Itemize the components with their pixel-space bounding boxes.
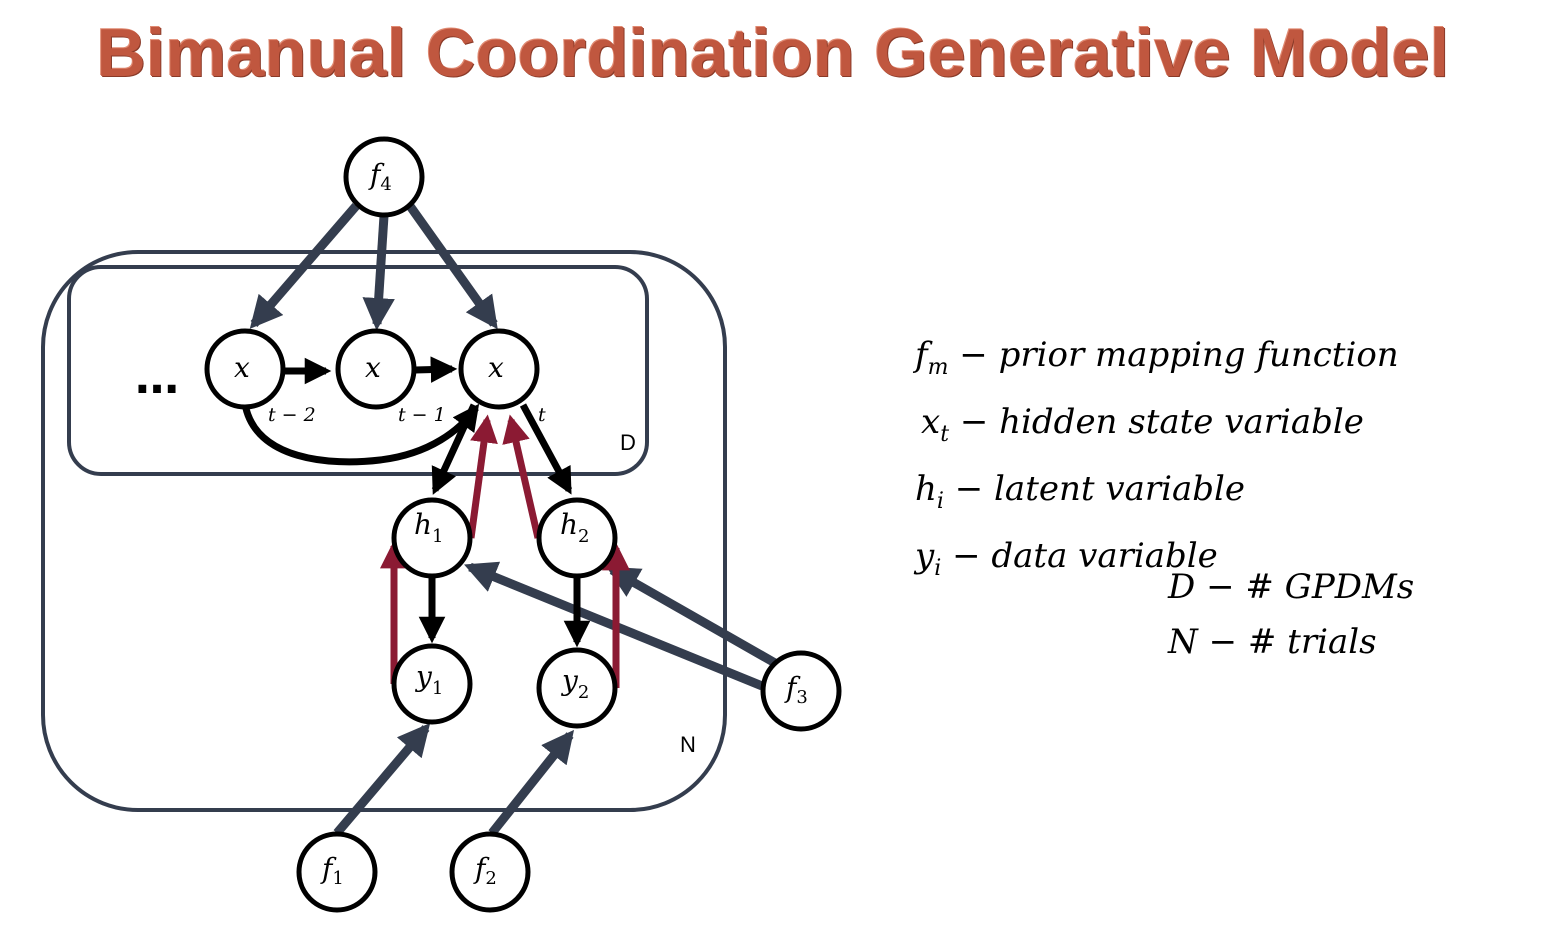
node-h2-label: h2 [560,508,590,547]
edge-h2-x-t [502,414,542,539]
edge-f4-x-t2 [249,203,360,329]
prior-edges [249,203,778,836]
node-f3 [760,650,842,732]
slide-title: Bimanual Coordination Generative Model [96,15,1450,91]
inference-edges [380,414,630,688]
node-y1-label: y1 [414,660,443,699]
node-x-t-label: x [488,351,504,384]
plate-d [67,265,649,476]
node-x-t [458,328,540,410]
node-f4 [343,136,425,218]
edge-f4-x-t [406,203,498,330]
generative-edges [241,356,591,648]
node-f2 [449,831,531,913]
nodes [204,136,842,913]
edge-f2-y2 [488,729,575,836]
node-y2-label: y2 [560,664,589,703]
note-row-d: D − # GPDMs [1168,567,1415,607]
node-x-t1 [335,328,417,410]
legend-row-x: xt − hidden state variable [921,402,1364,447]
legend-row-f: fm − prior mapping function [915,335,1399,380]
note-row-n: N − # trials [1168,622,1377,662]
edge-f4-x-t1 [362,215,395,331]
time-label-t: t [538,404,546,426]
node-y2 [536,647,618,729]
node-y1 [391,643,473,725]
variable-legend: fm − prior mapping function xt − hidden … [915,328,1399,596]
node-h2 [536,497,618,579]
edge-f3-h2 [606,566,778,667]
node-f1 [296,831,378,913]
edge-x-t1-x-t [414,356,458,383]
node-x-t2-label: x [234,351,250,384]
ellipsis: … [135,353,179,404]
edge-x-t-h2 [519,403,573,495]
time-label-t1: t − 1 [398,404,446,426]
node-h1-label: h1 [414,508,444,547]
node-x-t2 [204,328,286,410]
node-h1 [391,497,473,579]
edge-x-t2-x-t [241,403,480,466]
edge-x-t-h1 [431,403,478,495]
legend-row-h: hi − latent variable [915,469,1245,514]
node-x-t1-label: x [365,351,381,384]
plate-d-label: D [620,430,636,455]
legend-row-y: yi − data variable [915,536,1218,581]
edge-f1-y1 [333,723,431,836]
plate-n-label: N [680,732,696,757]
plate-notes: D − # GPDMs N − # trials [1168,560,1414,670]
time-label-t2: t − 2 [268,404,316,426]
edge-h1-x-t [467,414,498,539]
